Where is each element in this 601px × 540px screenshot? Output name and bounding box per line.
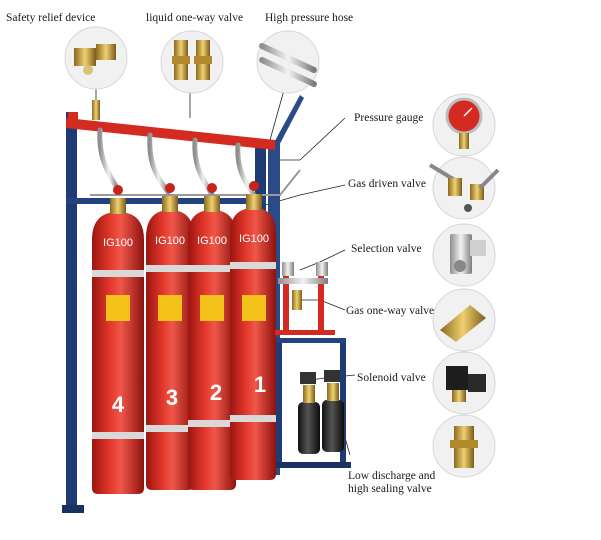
- control-rack: [275, 262, 351, 468]
- solenoid-valve-icon: [432, 351, 496, 415]
- cylinder-tag: IG100: [103, 237, 133, 249]
- gas-oneway-valve-icon: [432, 288, 496, 352]
- low-discharge-valve-icon: [432, 414, 496, 478]
- cylinder-group: IG100 4 IG100 3 IG100 2: [92, 181, 276, 494]
- cylinder-1: IG100 1: [230, 181, 276, 480]
- hose-icon: [256, 30, 320, 94]
- label-low-discharge-valve: Low discharge and high sealing valve: [348, 470, 436, 495]
- pressure-gauge-icon: [432, 93, 496, 157]
- cylinder-2: IG100 2: [188, 183, 236, 490]
- cylinder-number: 3: [166, 385, 178, 410]
- cylinder-number: 2: [210, 380, 222, 405]
- label-gas-driven-valve: Gas driven valve: [348, 178, 426, 190]
- component-callouts: [64, 26, 500, 478]
- selection-valve-icon: [432, 223, 496, 287]
- label-selection-valve: Selection valve: [351, 243, 422, 255]
- safety-relief-icon: [64, 26, 128, 90]
- label-safety-relief: Safety relief device: [6, 12, 96, 24]
- cylinder-tag: IG100: [155, 235, 185, 247]
- cylinder-4: IG100 4: [92, 185, 144, 494]
- label-liquid-valve: liquid one-way valve: [146, 12, 244, 24]
- label-hose: High pressure hose: [265, 12, 354, 24]
- cylinder-tag: IG100: [197, 235, 227, 247]
- gas-driven-valve-icon: [428, 156, 500, 220]
- cylinder-3: IG100 3: [146, 183, 194, 490]
- label-solenoid-valve: Solenoid valve: [357, 372, 426, 384]
- label-gas-oneway-valve: Gas one-way valve: [346, 305, 435, 317]
- liquid-valve-icon: [160, 30, 224, 94]
- manifold-pipe: [66, 100, 275, 150]
- label-pressure-gauge: Pressure gauge: [354, 112, 424, 124]
- cylinder-number: 1: [254, 372, 266, 397]
- cylinder-number: 4: [112, 392, 125, 417]
- cylinder-tag: IG100: [239, 233, 269, 245]
